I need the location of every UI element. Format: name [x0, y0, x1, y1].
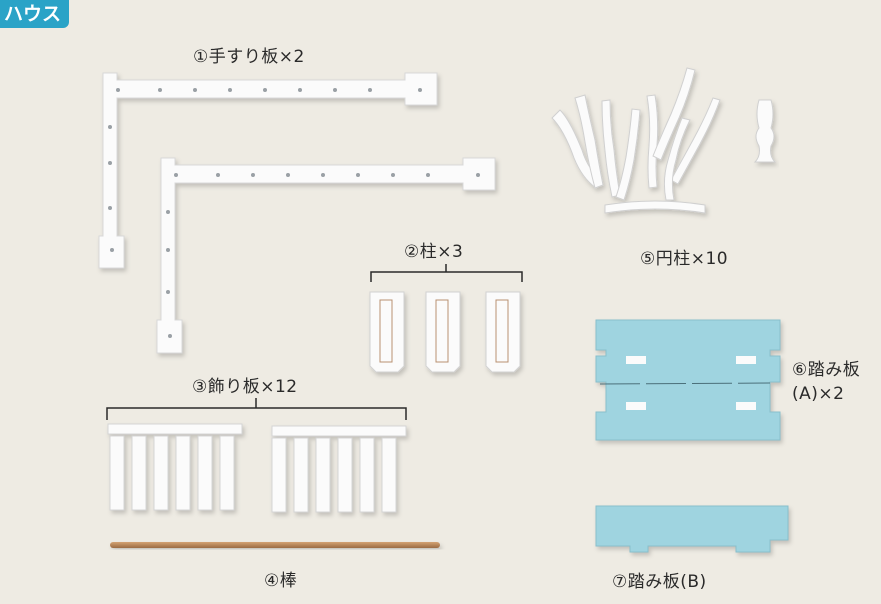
handrail-holes-2: [166, 173, 480, 338]
step-board-a: [595, 319, 781, 441]
pillar-bracket: [370, 264, 523, 282]
label-rod: ④棒: [264, 571, 298, 591]
label-decor: ③飾り板×12: [192, 377, 298, 397]
label-step-a-count: (A)×2: [792, 384, 845, 404]
decor-bracket: [106, 398, 407, 420]
rod: [110, 542, 440, 548]
pillar-3: [485, 291, 521, 373]
handrail-board-2: [156, 157, 496, 354]
corner-tag: ハウス: [0, 0, 70, 28]
handrail-holes-1: [108, 88, 422, 252]
decor-boards-left: [107, 423, 243, 511]
pillar-1: [369, 291, 405, 373]
label-step-b: ⑦踏み板(B): [612, 572, 707, 592]
pillars: [369, 291, 521, 373]
label-step-a: ⑥踏み板: [792, 360, 861, 380]
pillar-2: [425, 291, 461, 373]
label-column: ⑤円柱×10: [640, 249, 729, 269]
label-handrail: ①手すり板×2: [193, 47, 305, 67]
step-board-b: [595, 505, 789, 553]
handrail-board-1: [98, 72, 438, 269]
column-single: [753, 99, 777, 163]
decor-boards-right: [271, 425, 407, 513]
columns-pile: [551, 67, 721, 214]
label-pillar: ②柱×3: [404, 242, 464, 262]
